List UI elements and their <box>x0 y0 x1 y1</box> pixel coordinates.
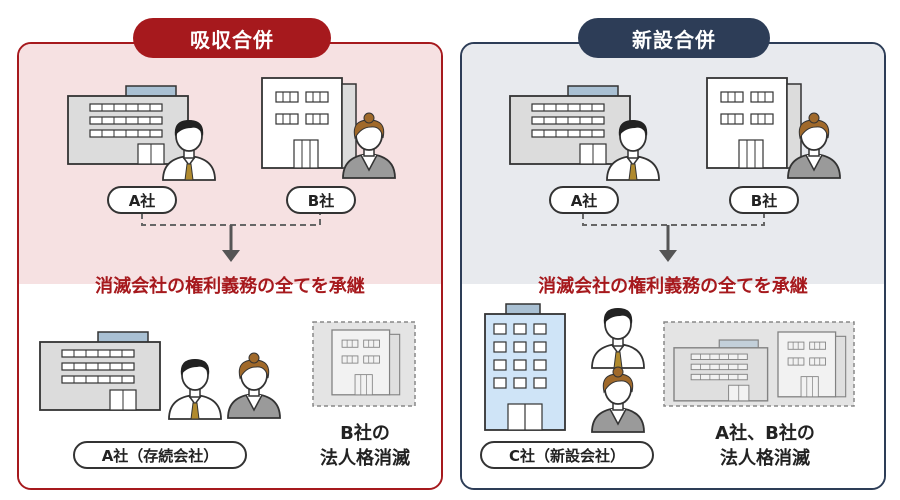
company-b-label: B社 <box>729 186 799 214</box>
company-b-label: B社 <box>286 186 356 214</box>
company-a-label: A社 <box>107 186 177 214</box>
company-a-label: A社 <box>549 186 619 214</box>
businessman-icon <box>591 307 645 369</box>
company-a-building-icon <box>67 85 189 165</box>
company-a-building-icon <box>509 85 631 165</box>
absorption-merger-title: 吸収合併 <box>133 18 331 58</box>
surviving-company-building-icon <box>39 331 161 411</box>
businessman-icon <box>168 358 222 420</box>
vanish-line-2: 法人格消滅 <box>720 448 810 469</box>
new-merger-title: 新設合併 <box>578 18 770 58</box>
vanished-companies-icon <box>663 321 855 407</box>
vanish-line-1: B社の <box>340 423 390 444</box>
down-arrow-head <box>659 250 677 262</box>
legal-personality-extinguished-text: A社、B社の 法人格消滅 <box>690 421 840 471</box>
vanish-line-2: 法人格消滅 <box>320 448 410 469</box>
down-arrow-head <box>222 250 240 262</box>
vanish-line-1: A社、B社の <box>715 423 815 444</box>
surviving-company-label: A社（存続会社） <box>73 441 247 469</box>
rights-transfer-text: 消滅会社の権利義務の全てを承継 <box>538 276 808 297</box>
vanished-company-b-icon <box>312 321 416 407</box>
company-b-building-icon <box>261 77 357 169</box>
businesswoman-icon <box>227 352 281 419</box>
legal-personality-extinguished-text: B社の 法人格消滅 <box>300 421 430 471</box>
businesswoman-icon <box>591 366 645 433</box>
company-b-building-icon <box>706 77 802 169</box>
merge-connector <box>141 213 321 226</box>
rights-transfer-text: 消滅会社の権利義務の全てを承継 <box>95 276 365 297</box>
skyscraper-icon <box>484 303 566 431</box>
new-company-label: C社（新設会社） <box>480 441 654 469</box>
merge-connector <box>582 213 765 226</box>
